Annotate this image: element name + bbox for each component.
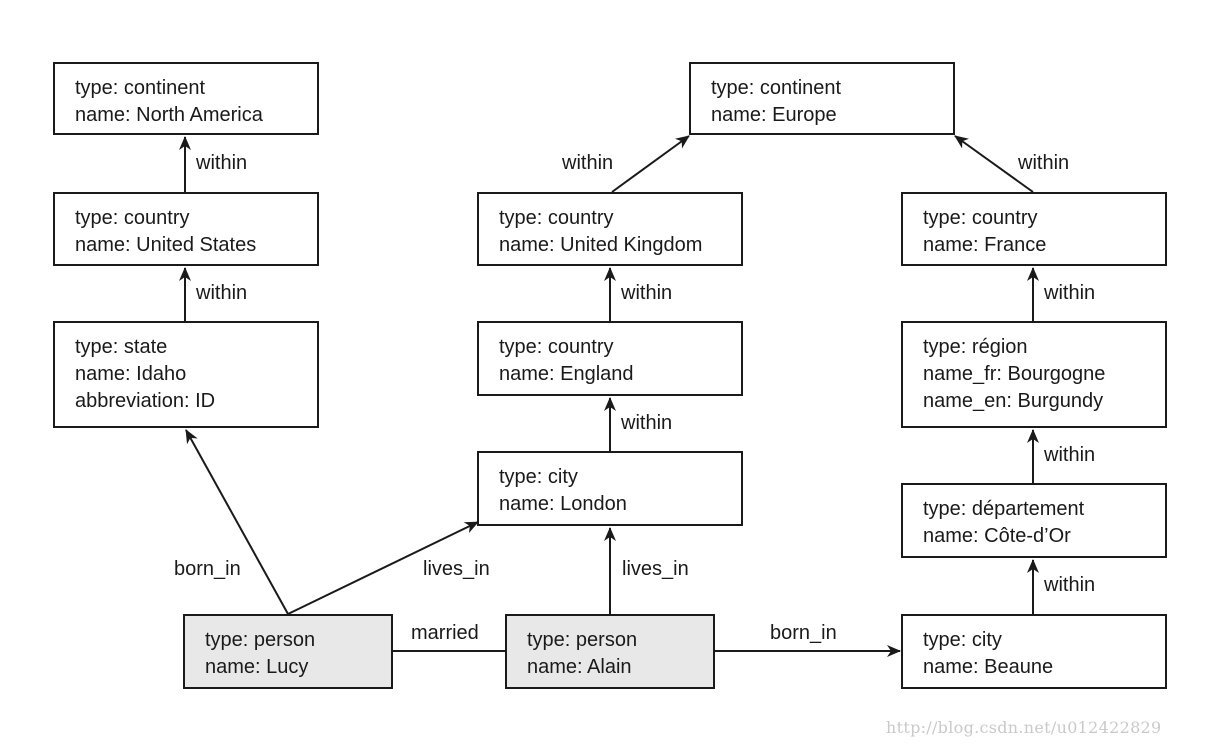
node-line: abbreviation: ID: [75, 390, 216, 412]
label-cotedor-within-burgundy: within: [1044, 444, 1096, 466]
node-line: type: continent: [711, 77, 842, 99]
node-line: type: city: [923, 629, 1002, 651]
node-line: type: country: [923, 207, 1038, 229]
node-line: name: North America: [75, 104, 263, 126]
node-line: type: state: [75, 336, 168, 358]
label-idaho-within-us: within: [196, 282, 248, 304]
label-lucy-born-in: born_in: [174, 558, 241, 580]
node-line: name: Lucy: [205, 656, 309, 678]
watermark-url: http://blog.csdn.net/u012422829: [886, 718, 1162, 737]
node-alain: type: person name: Alain: [505, 614, 715, 689]
node-line: name: United States: [75, 234, 257, 256]
label-france-within-europe: within: [1018, 152, 1070, 174]
label-alain-lives-in: lives_in: [622, 558, 689, 580]
label-alain-born-in: born_in: [770, 622, 837, 644]
node-line: name: France: [923, 234, 1047, 256]
node-beaune: type: city name: Beaune: [901, 614, 1167, 689]
node-cote-dor: type: département name: Côte-d’Or: [901, 483, 1167, 558]
node-united-kingdom: type: country name: United Kingdom: [477, 192, 743, 266]
node-line: name: England: [499, 363, 634, 385]
edge-uk-within-europe: [611, 135, 690, 193]
node-united-states: type: country name: United States: [53, 192, 319, 266]
node-london: type: city name: London: [477, 451, 743, 526]
label-england-within-uk: within: [621, 282, 673, 304]
node-europe: type: continent name: Europe: [689, 62, 955, 135]
node-line: name: Côte-d’Or: [923, 525, 1071, 547]
label-burgundy-within-france: within: [1044, 282, 1096, 304]
node-france: type: country name: France: [901, 192, 1167, 266]
node-line: name: Beaune: [923, 656, 1054, 678]
node-burgundy: type: région name_fr: Bourgogne name_en:…: [901, 321, 1167, 428]
edge-lucy-born-in: [185, 429, 289, 615]
node-england: type: country name: England: [477, 321, 743, 396]
node-line: type: région: [923, 336, 1028, 358]
node-line: type: country: [499, 336, 614, 358]
label-married: married: [411, 622, 479, 644]
node-line: type: country: [499, 207, 614, 229]
label-uk-within-europe: within: [562, 152, 614, 174]
node-north-america: type: continent name: North America: [53, 62, 319, 135]
node-line: name_en: Burgundy: [923, 390, 1104, 412]
edge-lucy-lives-in: [287, 521, 479, 615]
node-line: name: United Kingdom: [499, 234, 703, 256]
label-london-within-england: within: [621, 412, 673, 434]
label-us-within-na: within: [196, 152, 248, 174]
node-lucy: type: person name: Lucy: [183, 614, 393, 689]
node-line: name_fr: Bourgogne: [923, 363, 1106, 385]
node-line: name: London: [499, 493, 627, 515]
node-line: name: Europe: [711, 104, 837, 126]
label-beaune-within-cotedor: within: [1044, 574, 1096, 596]
node-line: name: Idaho: [75, 363, 187, 385]
node-line: type: person: [527, 629, 638, 651]
node-line: type: person: [205, 629, 316, 651]
label-lucy-lives-in: lives_in: [423, 558, 490, 580]
node-line: type: city: [499, 466, 578, 488]
node-line: type: country: [75, 207, 190, 229]
node-line: type: département: [923, 498, 1085, 520]
edge-france-within-europe: [954, 135, 1034, 193]
node-line: name: Alain: [527, 656, 632, 678]
node-line: type: continent: [75, 77, 206, 99]
node-idaho: type: state name: Idaho abbreviation: ID: [53, 321, 319, 428]
